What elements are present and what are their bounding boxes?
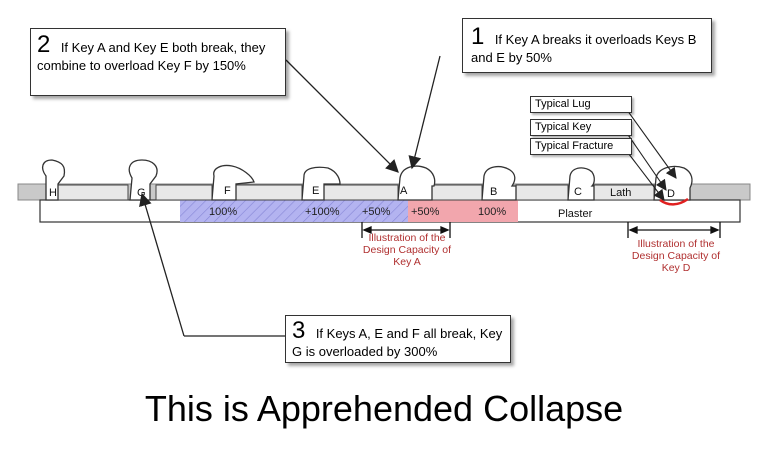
key-c-shape <box>567 167 595 201</box>
pointer-callout-1 <box>408 55 441 170</box>
load-label-a-right: +50% <box>411 206 440 218</box>
callout-3-text: If Keys A, E and F all break, Key G is o… <box>292 326 503 359</box>
key-label-b: B <box>490 186 497 198</box>
key-label-a: A <box>400 185 408 197</box>
pointer-key <box>621 125 667 191</box>
page-title: This is Apprehended Collapse <box>144 388 624 429</box>
key-b-shape <box>481 165 517 201</box>
load-label-b: 100% <box>478 206 506 218</box>
fracture-mark <box>659 197 689 206</box>
key-e-shape <box>301 166 341 201</box>
typical-lug-label: Typical Lug <box>530 96 632 113</box>
callout-1-number: 1 <box>471 23 485 50</box>
key-label-h: H <box>49 187 57 199</box>
key-g-shape <box>128 159 158 201</box>
callout-key-a-break: 1 If Key A breaks it overloads Keys B an… <box>462 18 712 73</box>
key-h-shape <box>41 159 66 201</box>
pointer-callout-2 <box>285 59 399 173</box>
key-label-c: C <box>574 186 582 198</box>
callout-key-a-e-f-break: 3 If Keys A, E and F all break, Key G is… <box>285 315 511 363</box>
typical-fracture-label: Typical Fracture <box>530 138 632 155</box>
plaster-caption: Plaster <box>558 208 593 220</box>
blue-hatch-region <box>180 200 408 222</box>
pointer-callout-3-diag <box>139 192 185 337</box>
typical-key-label: Typical Key <box>530 119 632 136</box>
load-label-e: +100% <box>305 206 340 218</box>
load-label-a-left: +50% <box>362 206 391 218</box>
pointer-lug <box>621 102 677 179</box>
capacity-bracket-a <box>361 222 451 238</box>
key-a-shape <box>397 165 436 201</box>
red-overload-region <box>408 200 518 222</box>
capacity-bracket-d <box>627 222 721 238</box>
callout-1-text: If Key A breaks it overloads Keys B and … <box>471 32 697 65</box>
lath-caption: Lath <box>610 187 631 199</box>
callout-2-text: If Key A and Key E both break, they comb… <box>37 40 266 73</box>
key-label-d: D <box>667 188 675 200</box>
design-capacity-d-text: Illustration of the Design Capacity of K… <box>631 238 721 274</box>
callout-3-number: 3 <box>292 317 306 344</box>
key-label-f: F <box>224 185 231 197</box>
callout-key-a-e-break: 2 If Key A and Key E both break, they co… <box>30 28 286 96</box>
design-capacity-a-text: Illustration of the Design Capacity of K… <box>362 232 452 268</box>
key-label-g: G <box>137 187 146 199</box>
callout-2-number: 2 <box>37 31 51 58</box>
key-f-shape <box>211 164 255 201</box>
key-label-e: E <box>312 185 319 197</box>
load-label-f: 100% <box>209 206 237 218</box>
lath-boards <box>57 184 655 201</box>
